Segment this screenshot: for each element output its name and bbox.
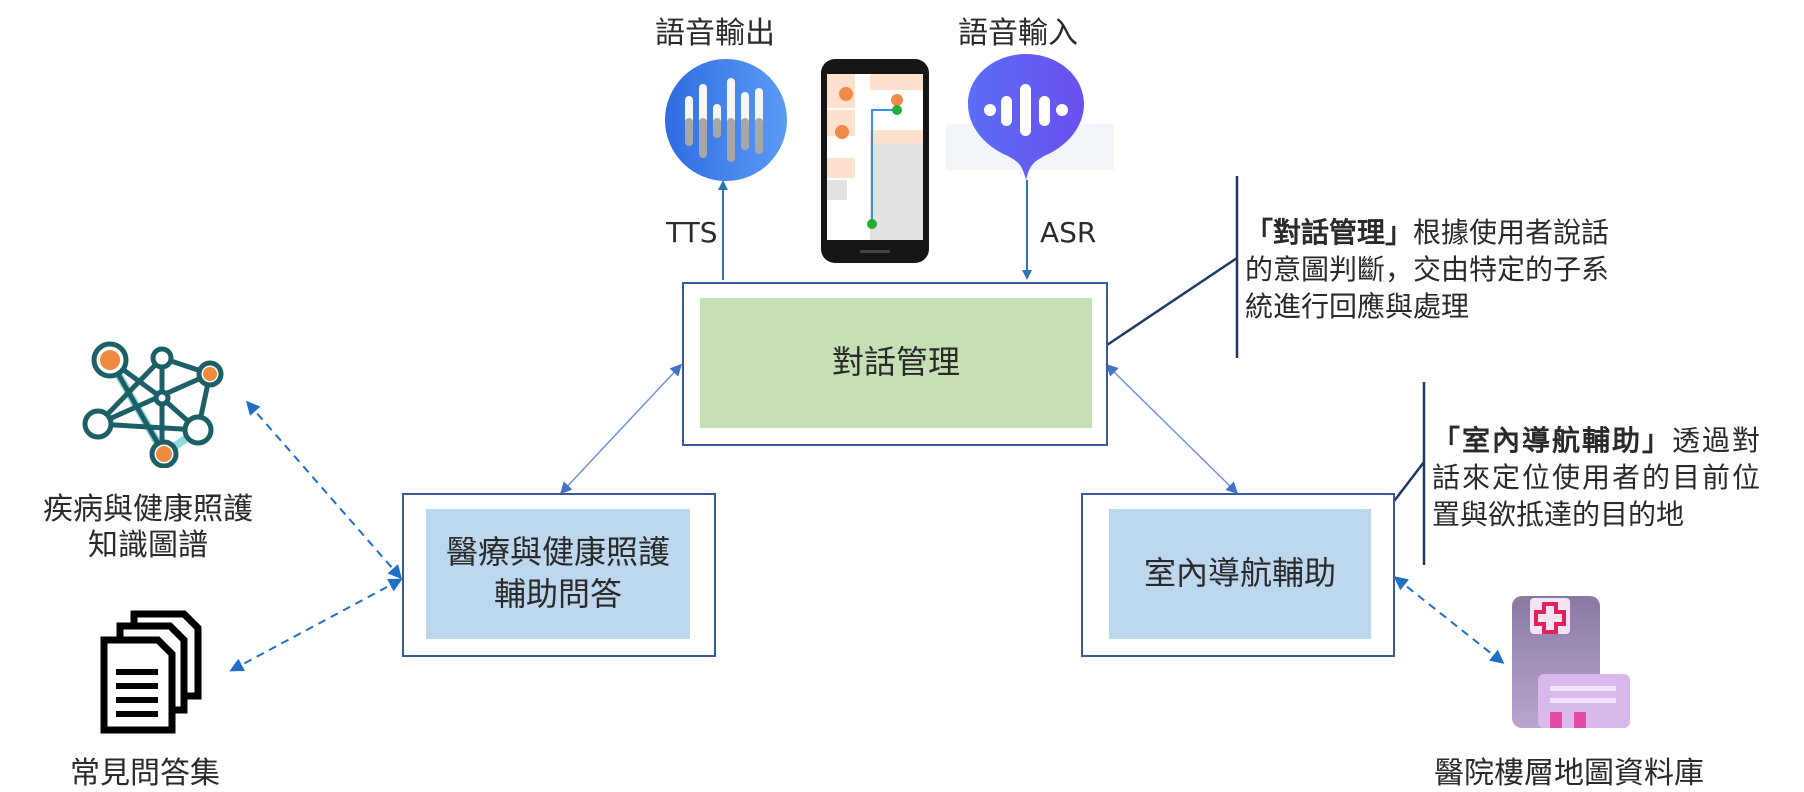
medical-qa-label: 醫療與健康照護輔助問答 [446,533,671,613]
indoor-nav-note-line1: 透過對 [1672,424,1763,457]
indoor-nav-label: 室內導航輔助 [1143,554,1336,593]
dialog-manager-label: 對話管理 [831,343,960,382]
knowledge-graph-icon [82,341,224,468]
indoor-nav-note-highlight: 「室內導航輔助」 [1432,424,1673,457]
asr-label: ASR [1040,216,1097,249]
nav-map-arrow [1393,576,1505,664]
hospital-building-icon [1512,596,1630,728]
indoor-nav-note: 「室內導航輔助」透過對 話來定位使用者的目前位 置與欲抵達的目的地 [1432,422,1804,533]
speech-input-icon [946,54,1114,180]
asr-title: 語音輸入 [958,16,1078,51]
medical-qa-box[interactable]: 醫療與健康照護輔助問答 [402,493,716,657]
tts-label: TTS [666,216,718,249]
indoor-nav-note-line2: 話來定位使用者的目前位 [1432,461,1763,494]
knowledge-graph-label: 疾病與健康照護 知識圖譜 [38,492,258,564]
dialog-manager-box[interactable]: 對話管理 [682,282,1108,446]
knowledge-graph-label-line1: 疾病與健康照護 [43,492,253,527]
indoor-nav-note-line3: 置與欲抵達的目的地 [1432,498,1685,531]
dialog-manager-note: 「對話管理」根據使用者說話 的意圖判斷，交由特定的子系 統進行回應與處理 [1245,214,1685,325]
tts-title: 語音輸出 [655,16,775,51]
kg-medical-arrow [246,400,402,580]
dialog-callout-leader [1106,256,1238,347]
dialog-nav-arrow [1105,363,1239,495]
dialog-manager-note-highlight: 「對話管理」 [1245,216,1414,249]
indoor-nav-box[interactable]: 室內導航輔助 [1081,493,1395,657]
faq-label: 常見問答集 [70,756,220,791]
knowledge-graph-label-line2: 知識圖譜 [88,528,208,563]
dialog-manager-note-line1: 根據使用者說話 [1413,216,1610,249]
documents-icon [100,610,202,734]
smartphone-map-icon [821,59,929,263]
dialog-manager-note-line3: 統進行回應與處理 [1245,290,1470,323]
floor-map-db-label: 醫院樓層地圖資料庫 [1434,756,1704,791]
dialog-medical-arrow [559,363,683,495]
dialog-manager-note-line2: 的意圖判斷，交由特定的子系 [1245,253,1610,286]
speech-output-icon [665,59,787,181]
faq-medical-arrow [229,578,403,672]
